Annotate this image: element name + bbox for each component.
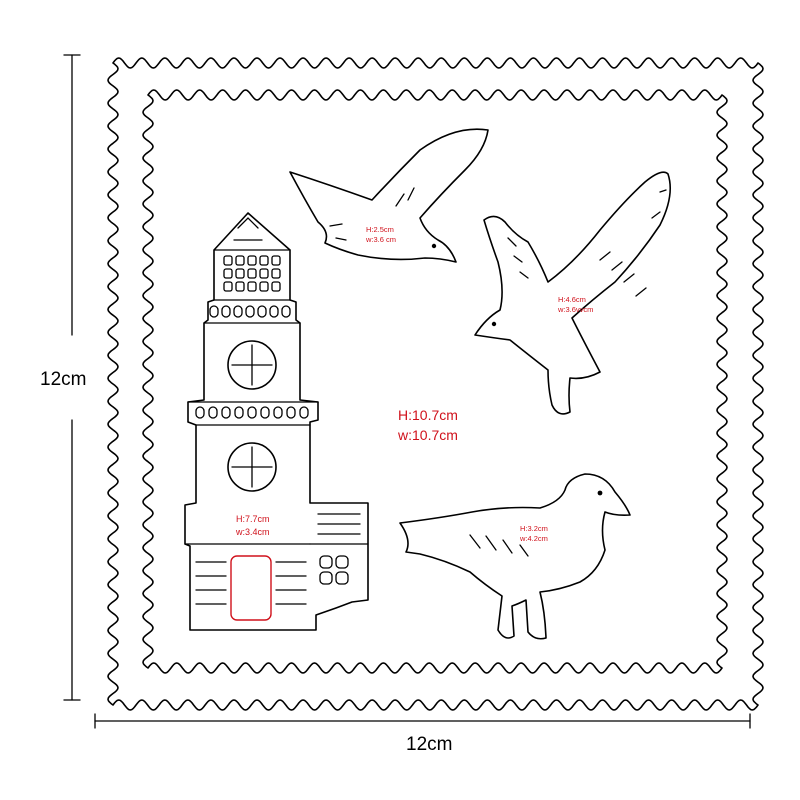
- outer-scalloped-frame: [107, 57, 764, 711]
- lighthouse-width-label: w:3.4cm: [235, 527, 270, 537]
- lighthouse-window: [281, 305, 291, 318]
- lighthouse-clock-upper: [227, 340, 277, 390]
- lighthouse-window: [223, 255, 233, 266]
- lighthouse-window: [223, 268, 233, 279]
- lighthouse-window: [209, 305, 219, 318]
- inner-frame-height-label: H:10.7cm: [398, 407, 458, 423]
- lighthouse-window: [208, 406, 218, 419]
- lighthouse-window: [259, 268, 269, 279]
- flying-bird-right: H:4.6cm w:3.6vvcm: [474, 171, 671, 415]
- lighthouse-window: [233, 305, 243, 318]
- bird-right-height-label: H:4.6cm: [558, 295, 586, 304]
- width-dimension: 12cm: [94, 713, 751, 755]
- lighthouse-window: [245, 305, 255, 318]
- lighthouse-window: [221, 406, 231, 419]
- gull-height-label: H:3.2cm: [520, 524, 548, 533]
- lighthouse-window: [269, 305, 279, 318]
- lighthouse: H:7.7cm w:3.4cm: [184, 212, 369, 631]
- lighthouse-window: [235, 281, 245, 292]
- lighthouse-clock-lower: [227, 442, 277, 492]
- lighthouse-windows: [195, 255, 309, 419]
- lighthouse-window: [223, 281, 233, 292]
- flying-bird-top: H:2.5cm w:3.6 cm: [289, 128, 489, 263]
- gull-width-label: w:4.2cm: [519, 534, 548, 543]
- lighthouse-window: [259, 281, 269, 292]
- lighthouse-window: [247, 255, 257, 266]
- standing-gull: H:3.2cm w:4.2cm: [399, 473, 631, 640]
- bird-top-width-label: w:3.6 cm: [365, 235, 396, 244]
- height-dimension-label: 12cm: [40, 369, 86, 390]
- lighthouse-window: [257, 305, 267, 318]
- inner-frame-width-label: w:10.7cm: [397, 427, 458, 443]
- lighthouse-window: [195, 406, 205, 419]
- lighthouse-window: [235, 255, 245, 266]
- lighthouse-window: [271, 255, 281, 266]
- bird-right-width-label: w:3.6vvcm: [557, 305, 593, 314]
- lighthouse-window: [259, 255, 269, 266]
- lighthouse-window: [299, 406, 309, 419]
- bird-top-height-label: H:2.5cm: [366, 225, 394, 234]
- lighthouse-window: [271, 268, 281, 279]
- lighthouse-window: [221, 305, 231, 318]
- lighthouse-window: [286, 406, 296, 419]
- lighthouse-window: [247, 281, 257, 292]
- lighthouse-window: [247, 406, 257, 419]
- inner-scalloped-frame: [142, 89, 728, 674]
- lighthouse-window: [234, 406, 244, 419]
- lighthouse-window: [235, 268, 245, 279]
- lighthouse-window: [260, 406, 270, 419]
- lighthouse-door: [230, 555, 272, 621]
- lighthouse-window: [247, 268, 257, 279]
- lighthouse-window: [271, 281, 281, 292]
- height-dimension: 12cm: [40, 54, 86, 701]
- width-dimension-label: 12cm: [406, 734, 452, 755]
- lighthouse-window: [273, 406, 283, 419]
- lighthouse-height-label: H:7.7cm: [236, 514, 270, 524]
